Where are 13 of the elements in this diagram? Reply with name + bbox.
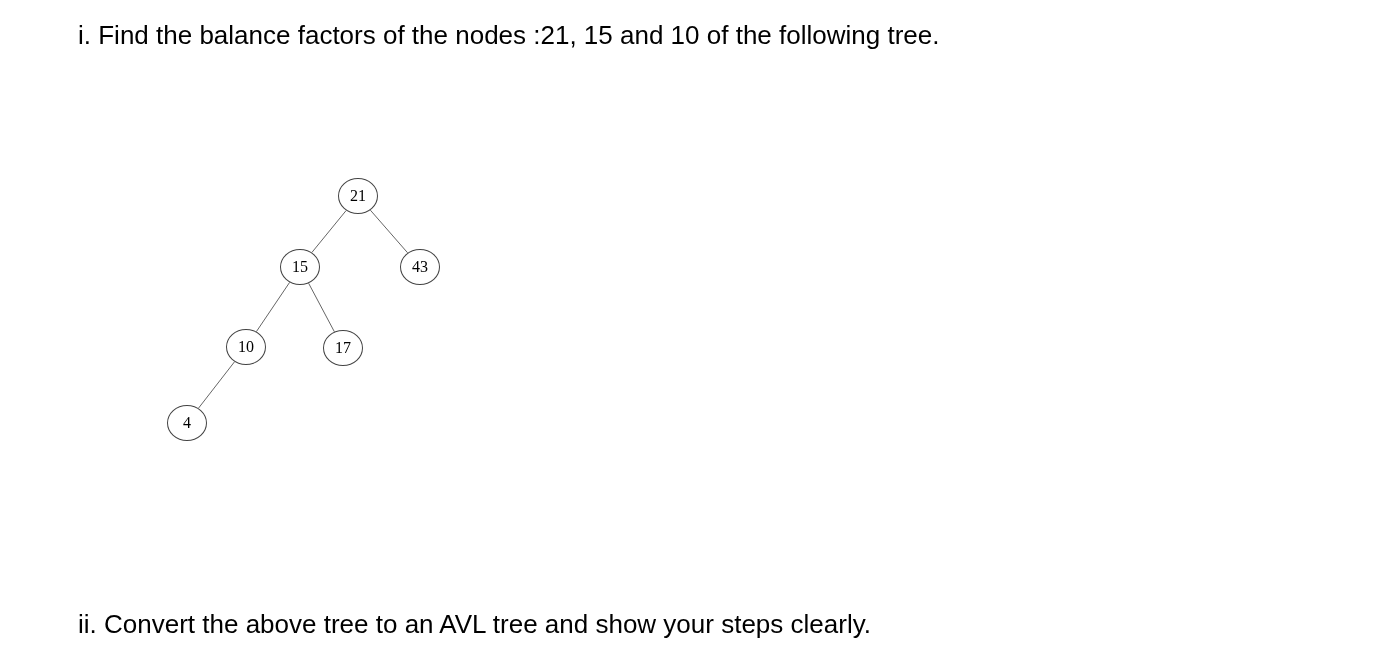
- tree-edge: [311, 210, 347, 253]
- tree-node: 17: [323, 330, 363, 366]
- tree-edge: [197, 361, 236, 409]
- question-text: ii. Convert the above tree to an AVL tree and show your steps clearly.: [78, 608, 871, 641]
- tree-edge: [369, 209, 409, 254]
- question-text: i. Find the balance factors of the nodes :21, 15 and 10 of the following tree.: [78, 19, 940, 52]
- tree-node: 43: [400, 249, 440, 285]
- tree-node: 10: [226, 329, 266, 365]
- tree-edge: [308, 282, 335, 333]
- tree-node: 21: [338, 178, 378, 214]
- tree-edge: [255, 281, 291, 333]
- tree-node: 15: [280, 249, 320, 285]
- tree-node: 4: [167, 405, 207, 441]
